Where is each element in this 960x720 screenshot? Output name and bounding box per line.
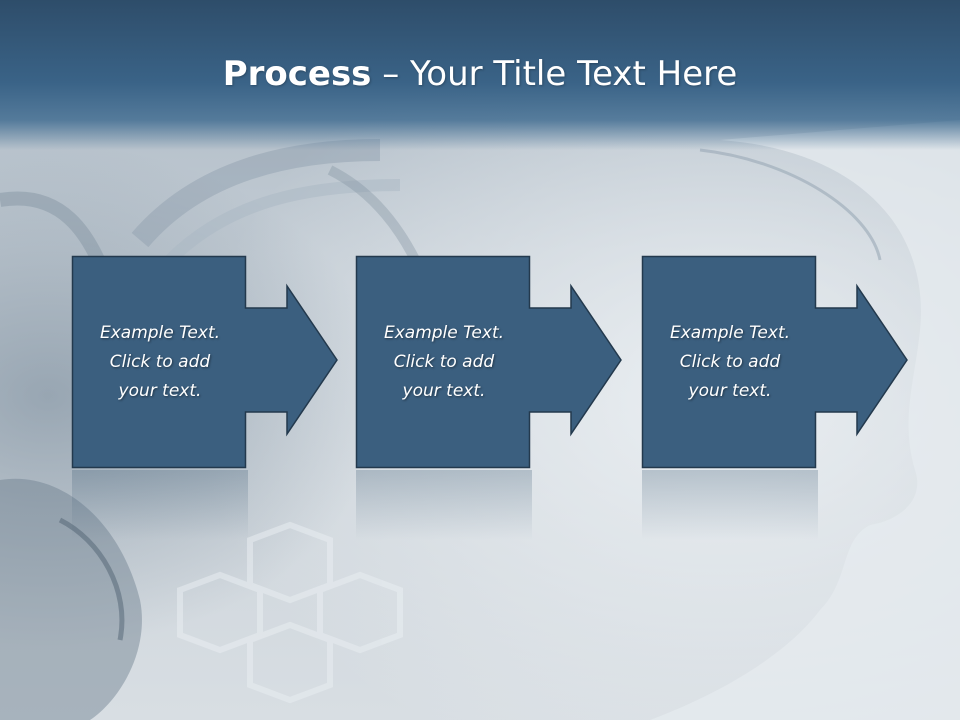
- process-step-3[interactable]: Example Text. Click to add your text.: [641, 255, 908, 469]
- arrow-box-shape: [641, 255, 908, 469]
- step-2-reflection: [356, 470, 532, 540]
- step-3-text[interactable]: Example Text. Click to add your text.: [669, 322, 791, 401]
- step-2-text[interactable]: Example Text. Click to add your text.: [383, 322, 505, 401]
- process-step-1[interactable]: Example Text. Click to add your text.: [71, 255, 338, 469]
- arrow-box-shape: [355, 255, 622, 469]
- title-bold-part: Process: [222, 54, 372, 94]
- slide-title[interactable]: Process – Your Title Text Here: [0, 52, 960, 96]
- step-1-reflection: [72, 470, 248, 540]
- title-rest-part: – Your Title Text Here: [371, 54, 738, 94]
- arrow-box-shape: [71, 255, 338, 469]
- title-bar: [0, 0, 960, 150]
- step-1-text[interactable]: Example Text. Click to add your text.: [99, 322, 221, 401]
- process-step-2[interactable]: Example Text. Click to add your text.: [355, 255, 622, 469]
- step-3-reflection: [642, 470, 818, 540]
